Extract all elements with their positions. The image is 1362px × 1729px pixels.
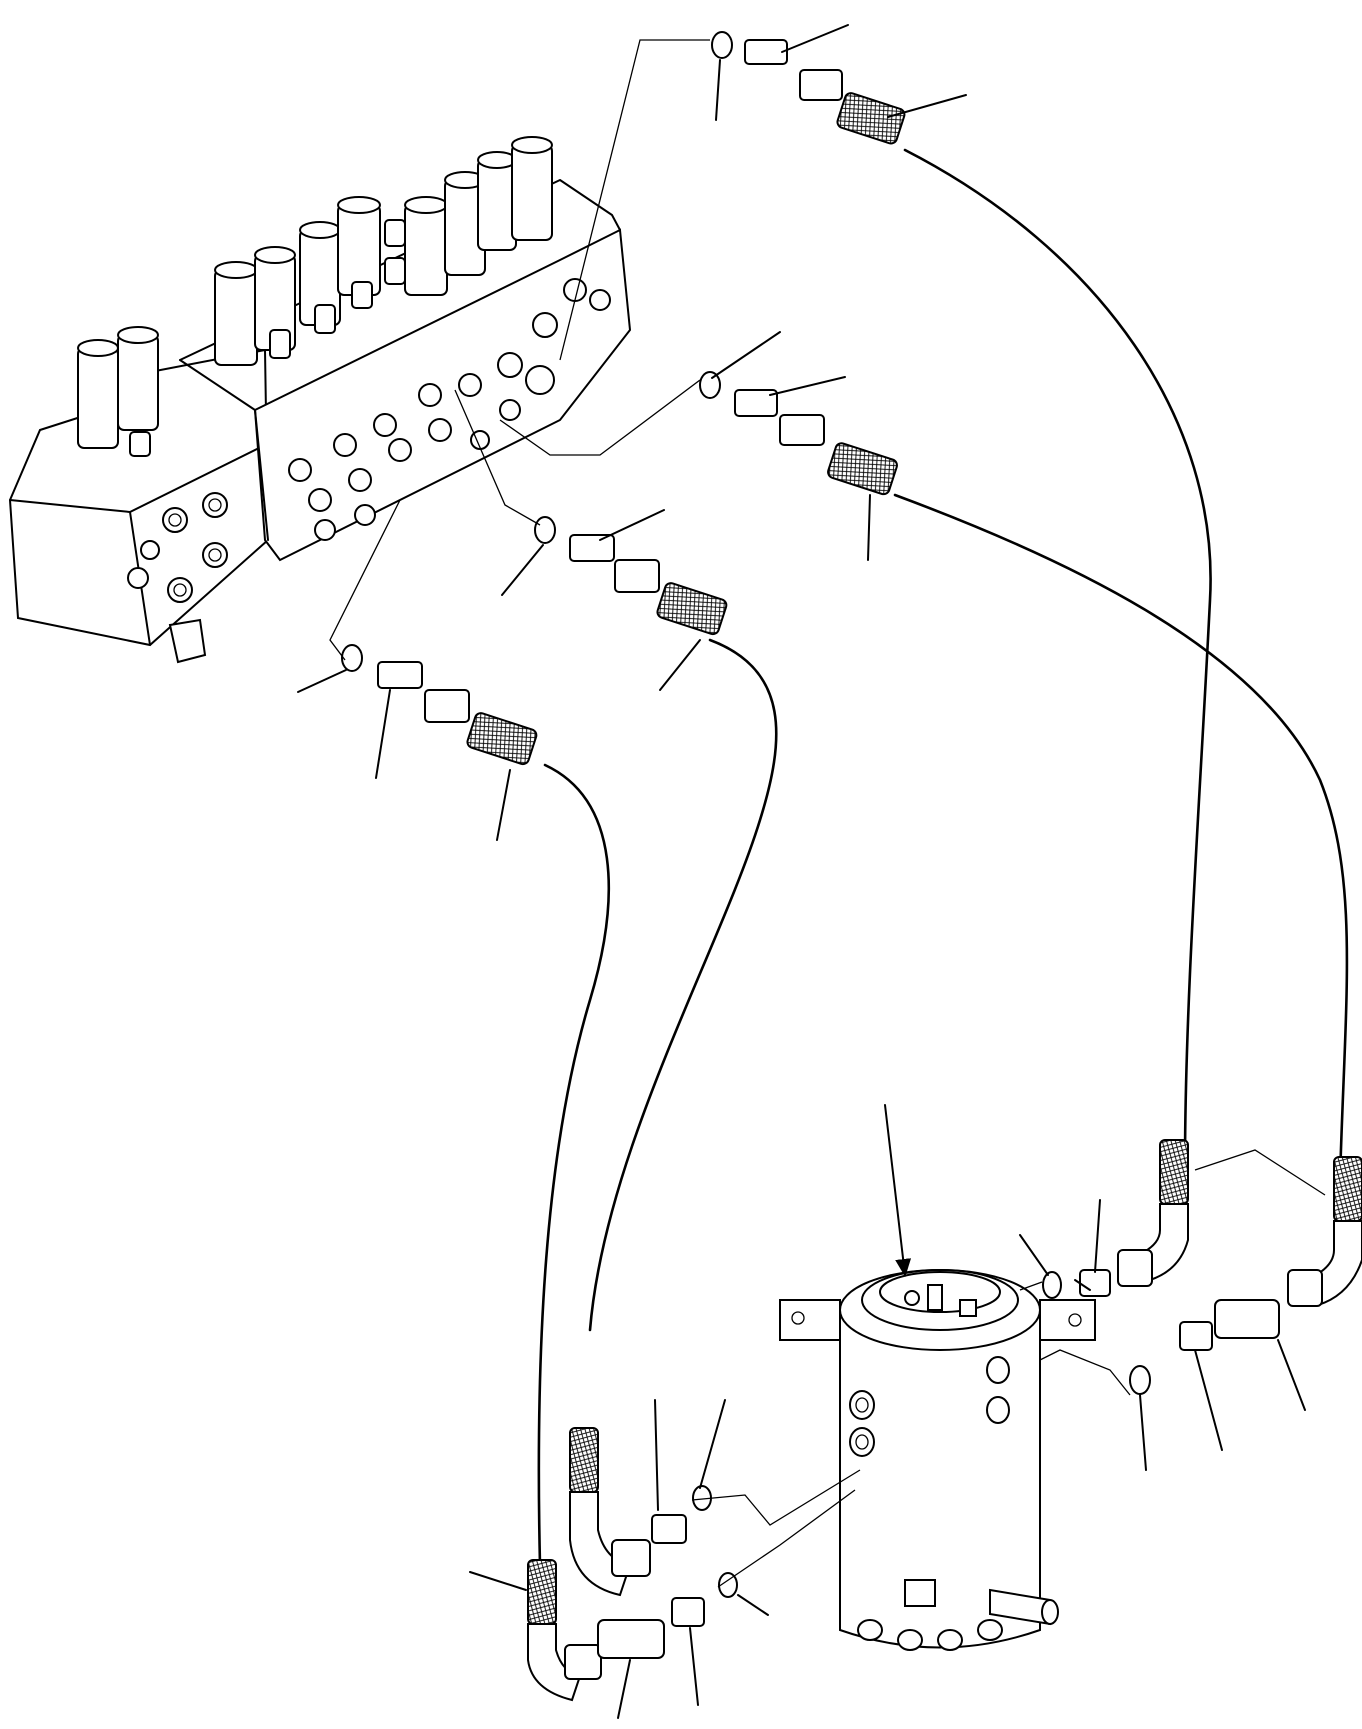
hose-sleeve-icon — [836, 92, 906, 145]
adapter-icon — [1079, 1269, 1111, 1297]
swivel-joint-arrow — [884, 1104, 912, 1277]
control-valve-assembly — [8, 136, 632, 664]
hose-line-3 — [534, 516, 728, 636]
hose-sleeve-icon — [466, 712, 538, 766]
adapter-icon — [651, 1514, 687, 1544]
hose-fitting-icon — [564, 1644, 602, 1680]
swivel-connection-b — [1129, 1156, 1362, 1395]
o-ring-icon — [1129, 1365, 1151, 1395]
hose-sleeve-icon — [827, 442, 898, 496]
adapter-icon — [671, 1597, 705, 1627]
hose-fitting-icon — [799, 69, 843, 101]
hose-sleeve-icon — [1159, 1139, 1189, 1205]
hose-sleeve-icon — [569, 1427, 599, 1493]
hose-sleeve-icon — [656, 582, 728, 636]
o-ring-icon — [1042, 1271, 1062, 1299]
adapter-icon — [569, 534, 615, 562]
coupling-icon — [1214, 1299, 1280, 1339]
hose-sleeve-icon — [527, 1559, 557, 1625]
adapter-icon — [1179, 1321, 1213, 1351]
spool-caps — [77, 136, 553, 457]
center-lines — [329, 39, 1326, 1588]
o-ring-icon — [534, 516, 556, 544]
swivel-connection-a — [1042, 1139, 1189, 1299]
o-ring-icon — [341, 644, 363, 672]
hose-fitting-icon — [779, 414, 825, 446]
swivel-connection-d — [527, 1559, 738, 1702]
hoses — [537, 148, 1349, 1567]
coupling-icon — [597, 1619, 665, 1659]
elbow-fitting-icon — [527, 1623, 582, 1702]
adapter-icon — [377, 661, 423, 689]
hose-fitting-icon — [611, 1539, 651, 1577]
callout-leaders — [297, 24, 1306, 1719]
hose-line-1 — [711, 31, 906, 145]
adapter-icon — [734, 389, 778, 417]
hose-sleeve-icon — [1333, 1156, 1362, 1222]
hose-fitting-icon — [1117, 1249, 1153, 1287]
o-ring-icon — [699, 371, 721, 399]
o-ring-icon — [711, 31, 733, 59]
hose-line-4 — [341, 644, 538, 766]
swivel-joint-assembly — [779, 1104, 1096, 1651]
hose-line-2 — [699, 371, 898, 496]
adapter-icon — [744, 39, 788, 65]
swivel-connection-c — [569, 1427, 712, 1597]
hose-fitting-icon — [424, 689, 470, 723]
hose-fitting-icon — [1287, 1269, 1323, 1307]
hose-fitting-icon — [614, 559, 660, 593]
o-ring-icon — [718, 1572, 738, 1598]
